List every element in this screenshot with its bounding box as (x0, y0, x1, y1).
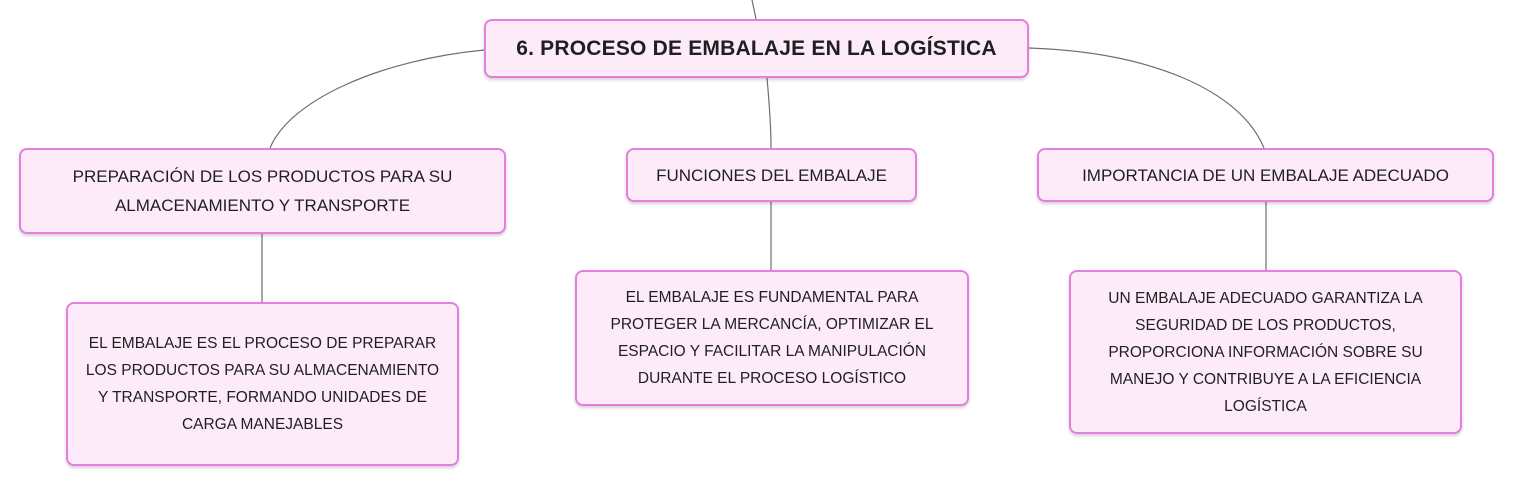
topic-importancia-label: IMPORTANCIA DE UN EMBALAJE ADECUADO (1082, 165, 1449, 185)
topic-importancia[interactable]: IMPORTANCIA DE UN EMBALAJE ADECUADO (1037, 148, 1494, 202)
detail-preparacion[interactable]: EL EMBALAJE ES EL PROCESO DE PREPARAR LO… (66, 302, 459, 466)
detail-funciones-text: EL EMBALAJE ES FUNDAMENTAL PARA PROTEGER… (610, 289, 934, 387)
detail-preparacion-text: EL EMBALAJE ES EL PROCESO DE PREPARAR LO… (85, 335, 440, 433)
detail-funciones[interactable]: EL EMBALAJE ES FUNDAMENTAL PARA PROTEGER… (575, 270, 969, 406)
topic-funciones-label: FUNCIONES DEL EMBALAJE (656, 165, 887, 185)
connector-root-to-importancia (1028, 47, 1265, 149)
detail-importancia[interactable]: UN EMBALAJE ADECUADO GARANTIZA LA SEGURI… (1069, 270, 1462, 434)
topic-preparacion[interactable]: PREPARACIÓN DE LOS PRODUCTOS PARA SU ALM… (19, 148, 506, 234)
connector-root-to-preparacion (269, 49, 485, 149)
detail-importancia-text: UN EMBALAJE ADECUADO GARANTIZA LA SEGURI… (1108, 289, 1423, 415)
root-topic-title: 6. PROCESO DE EMBALAJE EN LA LOGÍSTICA (516, 36, 997, 60)
root-topic[interactable]: 6. PROCESO DE EMBALAJE EN LA LOGÍSTICA (484, 19, 1029, 78)
topic-preparacion-label: PREPARACIÓN DE LOS PRODUCTOS PARA SU ALM… (72, 167, 453, 215)
connector-parent-to-root (751, 0, 757, 20)
topic-funciones[interactable]: FUNCIONES DEL EMBALAJE (626, 148, 917, 202)
connector-root-to-funciones (766, 77, 772, 149)
